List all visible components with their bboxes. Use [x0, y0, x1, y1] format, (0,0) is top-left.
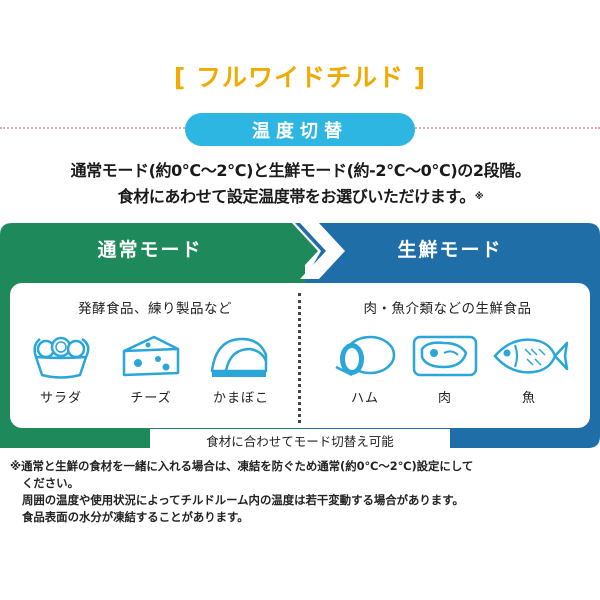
note-line-3: 周囲の温度や使用状況によってチルドルーム内の温度は若干変動する場合があります。 — [22, 493, 464, 507]
title-area: [ フルワイドチルド ] — [0, 58, 600, 94]
note-line-2: ください。 — [22, 476, 79, 490]
mode-panel: 通常モード 生鮮モード 発酵食品、練り製品など 肉・魚介類などの生鮮食品 サラダ… — [0, 223, 600, 452]
item-kamaboko: かまぼこ — [196, 331, 286, 406]
cheese-icon — [122, 335, 180, 377]
item-label: チーズ — [130, 391, 172, 406]
description-line-1: 通常モード(約0℃〜2℃)と生鮮モード(約-2℃〜0℃)の2段階。 — [70, 161, 531, 180]
switch-label: 食材に合わせてモード切替え可能 — [150, 429, 450, 452]
notes: ※通常と生鮮の食材を一緒に入れる場合は、凍結を防ぐため通常(約0℃〜2℃)設定に… — [10, 458, 595, 526]
title-bracket-close: ] — [413, 63, 427, 92]
item-ham: ハム — [320, 331, 410, 406]
normal-mode-category: 発酵食品、練り製品など — [78, 301, 232, 317]
note-line-1: ※通常と生鮮の食材を一緒に入れる場合は、凍結を防ぐため通常(約0℃〜2℃)設定に… — [10, 459, 474, 473]
note-mark: ※ — [474, 192, 484, 202]
description: 通常モード(約0℃〜2℃)と生鮮モード(約-2℃〜0℃)の2段階。 食材にあわせ… — [8, 158, 593, 210]
meat-icon — [412, 335, 478, 377]
title-text: フルワイドチルド — [195, 63, 404, 92]
description-line-2: 食材にあわせて設定温度帯をお選びいただけます。※ — [8, 184, 593, 210]
salad-icon — [33, 336, 90, 379]
note-line-4: 食品表面の水分が凍結することがあります。 — [22, 510, 249, 524]
ham-icon — [335, 335, 396, 377]
item-label: サラダ — [39, 391, 82, 406]
item-label: 魚 — [521, 391, 536, 406]
page-title: [ フルワイドチルド ] — [174, 58, 426, 94]
item-label: ハム — [350, 391, 379, 406]
kamaboko-icon — [210, 337, 268, 377]
item-meat: 肉 — [400, 331, 490, 406]
fish-icon — [493, 338, 569, 374]
fresh-mode-category: 肉・魚介類などの生鮮食品 — [363, 301, 532, 317]
title-bracket-open: [ — [173, 63, 187, 92]
normal-mode-title: 通常モード — [97, 239, 203, 261]
item-fish: 魚 — [484, 331, 574, 406]
item-cheese: チーズ — [106, 331, 196, 406]
section-badge: 温度切替 — [185, 113, 415, 146]
item-salad: サラダ — [16, 331, 106, 406]
item-label: かまぼこ — [212, 391, 269, 406]
fresh-mode-title: 生鮮モード — [397, 239, 503, 261]
mode-divider — [298, 293, 301, 423]
description-line-2-text: 食材にあわせて設定温度帯をお選びいただけます。 — [117, 187, 476, 206]
item-label: 肉 — [437, 391, 452, 406]
